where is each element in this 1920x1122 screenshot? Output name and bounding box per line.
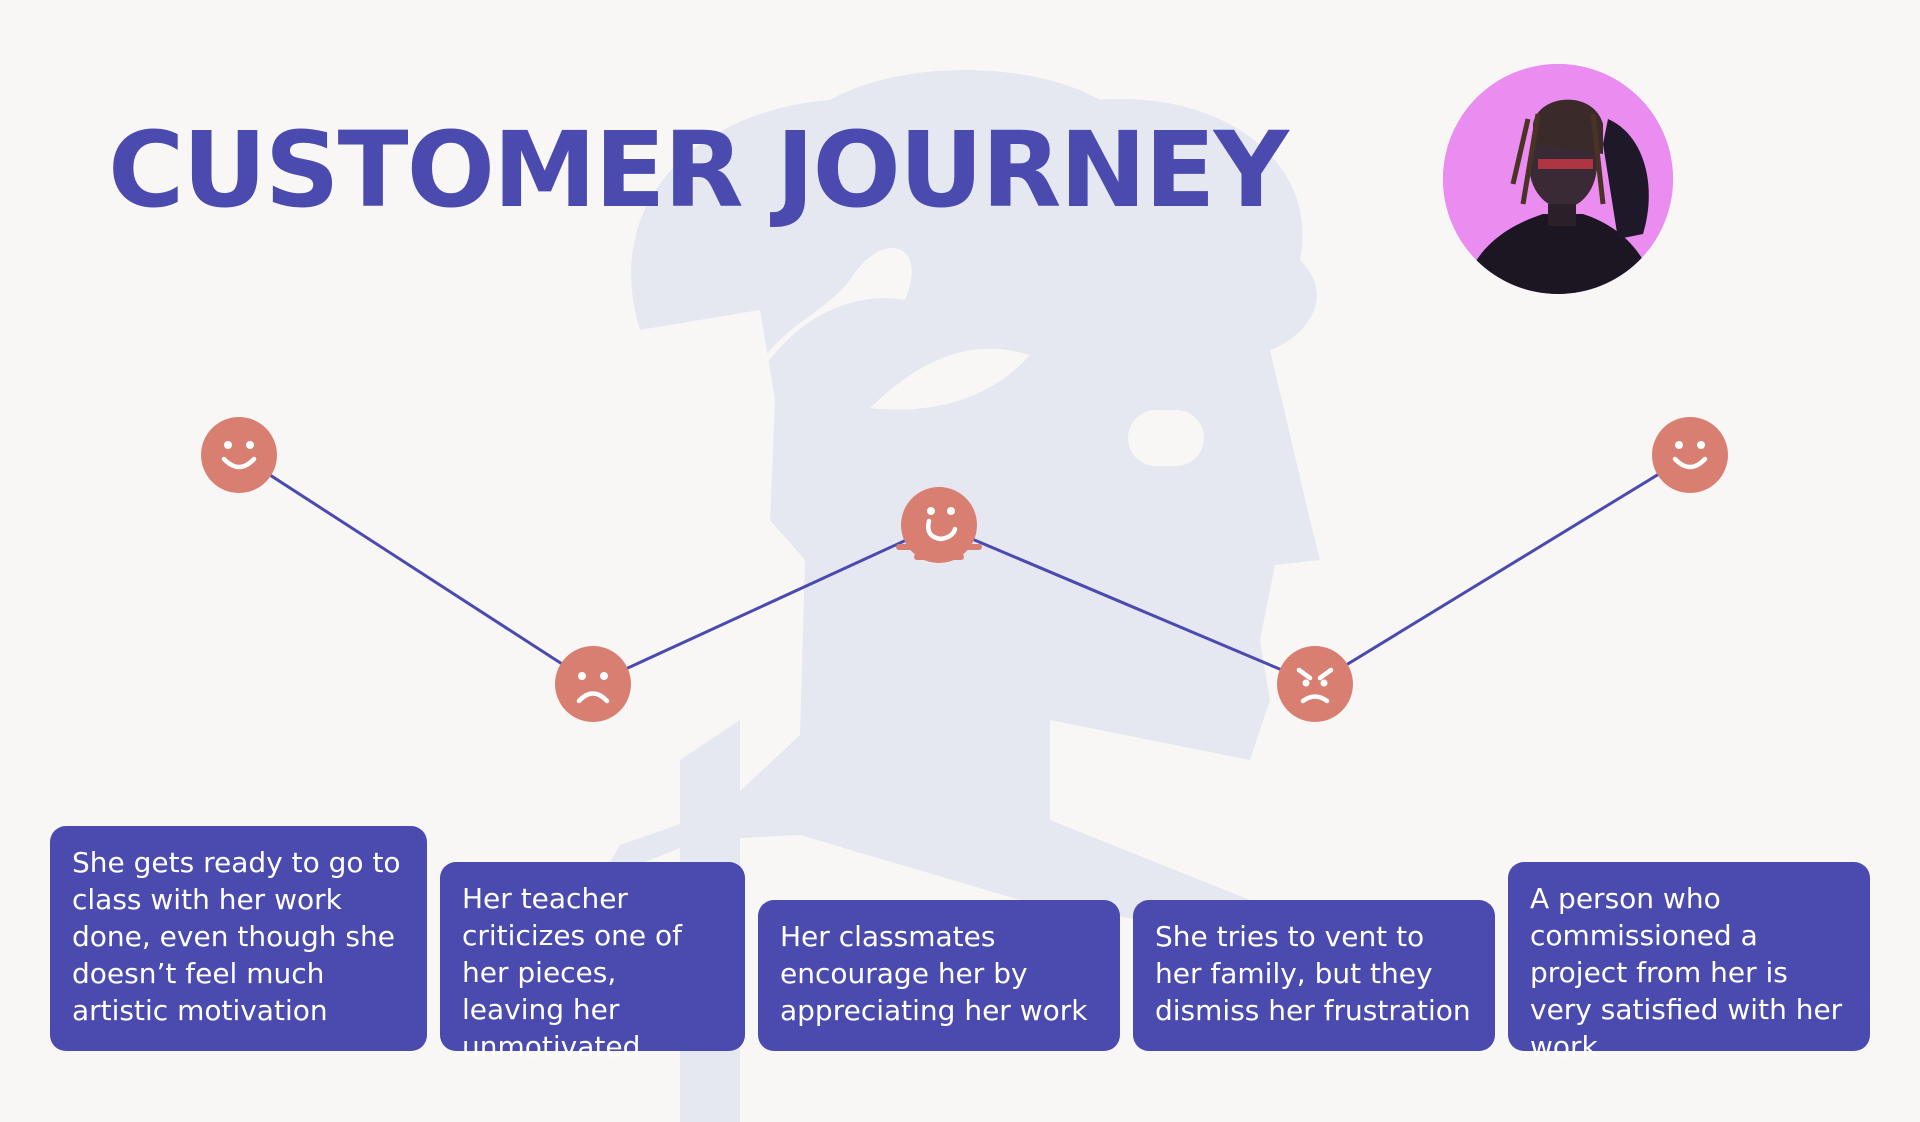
stage-card-3: Her classmates encourage her by apprecia… [758, 900, 1120, 1051]
smile-face-icon [201, 417, 277, 493]
stage-card-5: A person who commissioned a project from… [1508, 862, 1870, 1063]
stage-text: Her teacher criticizes one of her pieces… [462, 882, 683, 1063]
stage-card-2: Her teacher criticizes one of her pieces… [440, 862, 745, 1063]
smile-face-icon [1652, 417, 1728, 493]
journey-connector [238, 453, 594, 686]
stage-text: A person who commissioned a project from… [1530, 882, 1843, 1063]
journey-connector [1314, 453, 1691, 686]
stage-text: Her classmates encourage her by apprecia… [780, 920, 1088, 1027]
stage-card-1: She gets ready to go to class with her w… [50, 826, 427, 1051]
stage-text: She gets ready to go to class with her w… [72, 846, 401, 1027]
journey-connectors [238, 453, 1691, 686]
content-face-icon [896, 487, 982, 563]
page-title: CUSTOMER JOURNEY [108, 109, 1289, 231]
angry-face-icon [1277, 646, 1353, 722]
person-photo-icon [1443, 64, 1673, 294]
journey-connector [592, 523, 940, 686]
journey-emotion-markers [201, 417, 1728, 722]
sad-face-icon [555, 646, 631, 722]
stage-text: She tries to vent to her family, but the… [1155, 920, 1471, 1027]
persona-avatar [1443, 64, 1673, 294]
journey-connector [938, 523, 1316, 686]
stage-card-4: She tries to vent to her family, but the… [1133, 900, 1495, 1051]
